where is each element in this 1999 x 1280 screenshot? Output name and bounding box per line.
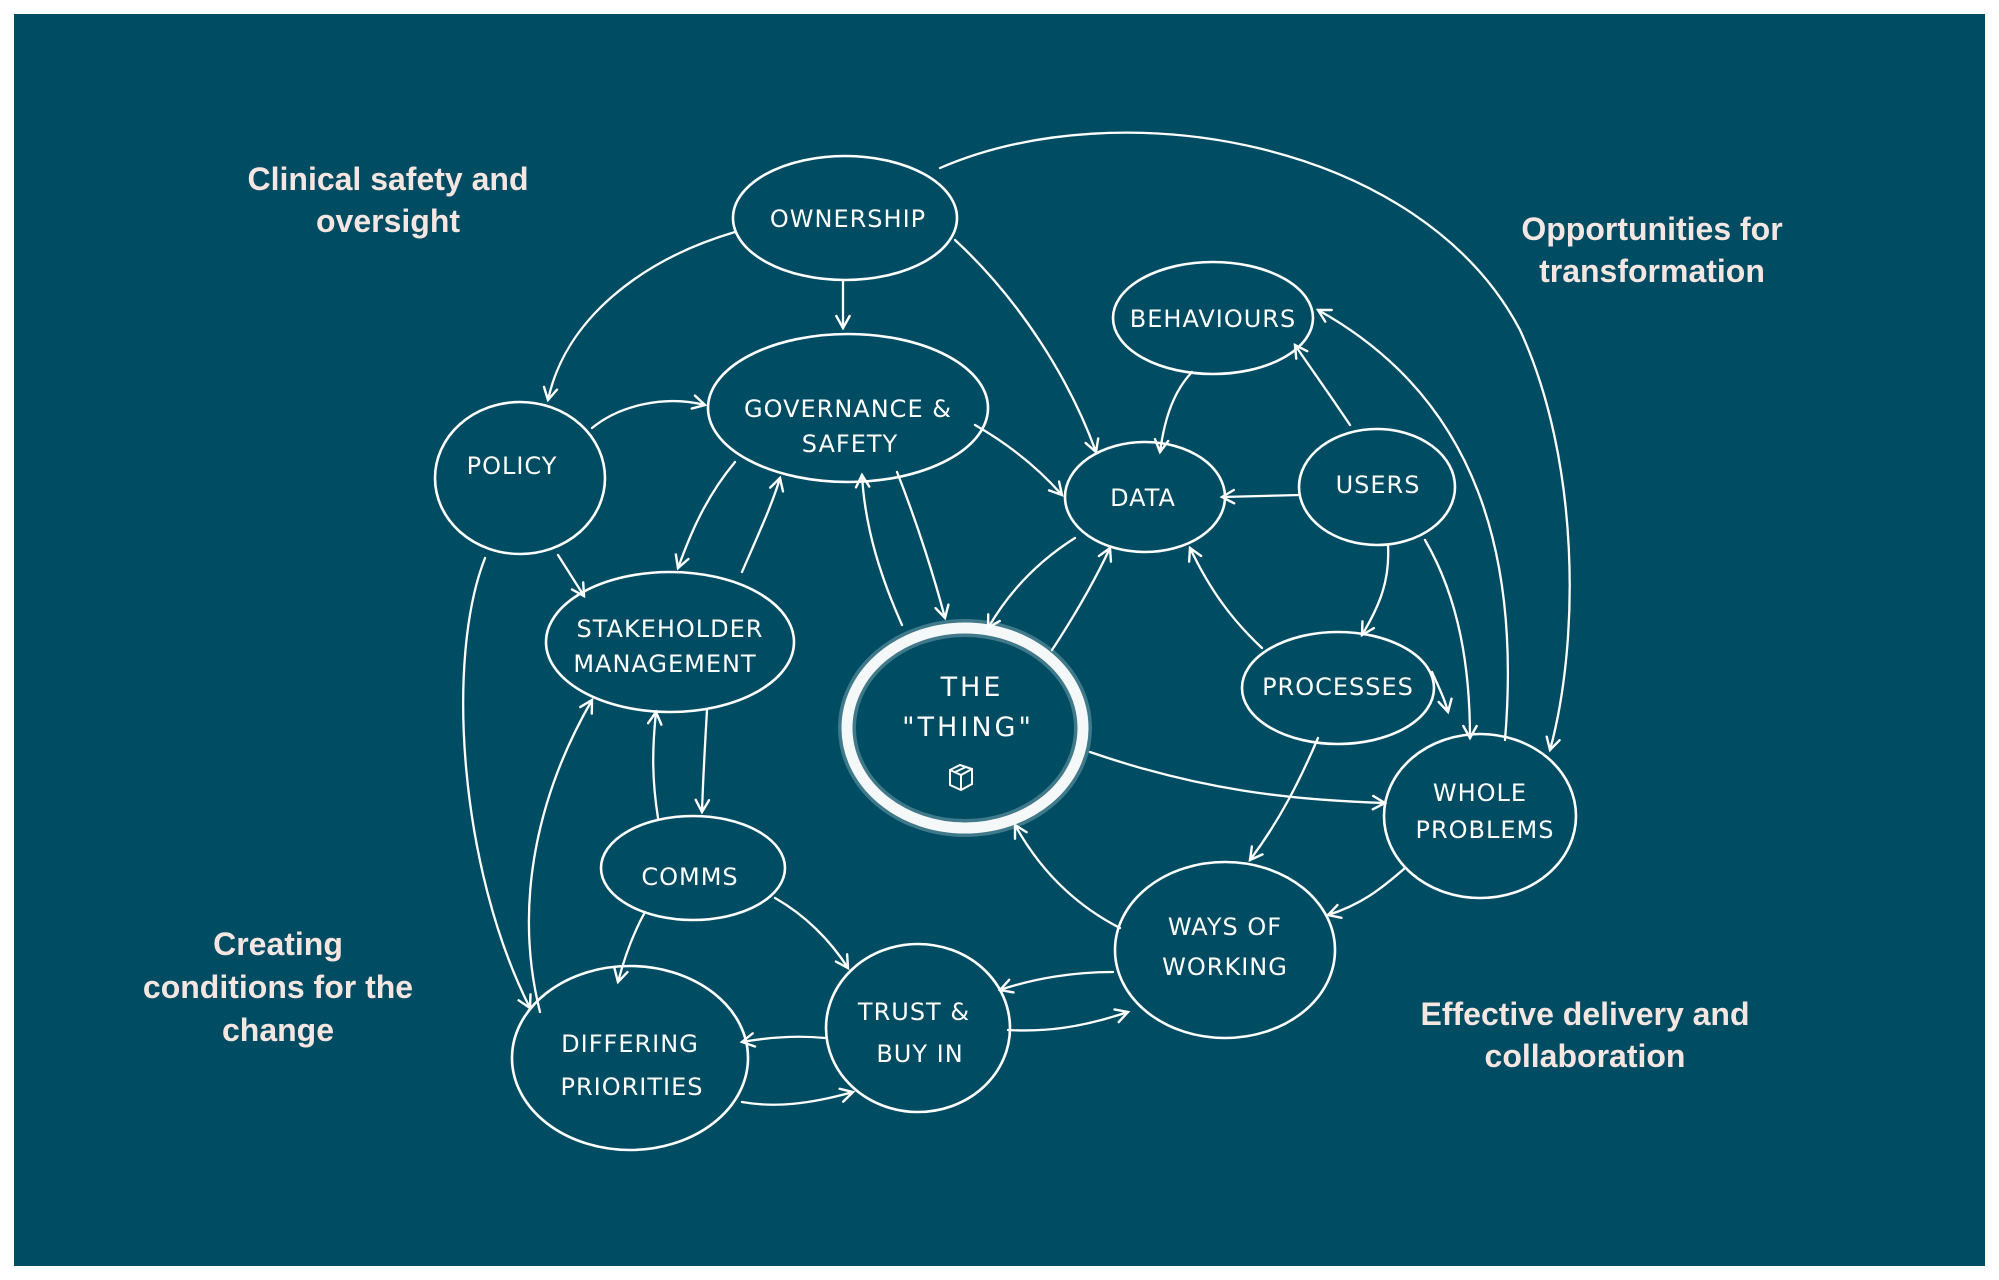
edge-thing-whole-problems bbox=[1088, 750, 1388, 811]
node-processes-line-1: PROCESSES bbox=[1262, 673, 1414, 701]
node-differing-priorities: DIFFERING PRIORITIES bbox=[510, 964, 750, 1152]
edge-policy-governance bbox=[590, 394, 708, 430]
node-stakeholder-management: STAKEHOLDER MANAGEMENT bbox=[544, 570, 796, 714]
edges bbox=[462, 131, 1571, 1106]
edge-behaviours-data bbox=[1153, 370, 1194, 455]
node-users-line-1: USERS bbox=[1336, 471, 1421, 499]
edge-governance-thing bbox=[895, 470, 950, 621]
theme-delivery-line-2: collaboration bbox=[1485, 1038, 1686, 1074]
node-behaviours-line-1: BEHAVIOURS bbox=[1130, 305, 1296, 333]
theme-conditions-line-2: conditions for the bbox=[143, 969, 413, 1005]
edge-whole-problems-ways bbox=[1325, 866, 1407, 919]
edge-ownership-whole-problems bbox=[938, 131, 1571, 753]
node-whole-problems: WHOLE PROBLEMS bbox=[1382, 732, 1578, 900]
edge-policy-differing bbox=[462, 556, 532, 1011]
edge-users-processes bbox=[1360, 543, 1390, 638]
node-stakeholder-line-1: STAKEHOLDER bbox=[577, 615, 764, 643]
edge-comms-trust bbox=[773, 896, 850, 971]
edge-users-data bbox=[1219, 488, 1302, 505]
theme-conditions-line-1: Creating bbox=[213, 926, 343, 962]
edge-stakeholder-governance bbox=[740, 475, 785, 574]
edge-processes-ways bbox=[1248, 736, 1320, 862]
node-differing-line-1: DIFFERING bbox=[561, 1030, 699, 1058]
node-ownership-line-1: OWNERSHIP bbox=[770, 205, 926, 233]
node-governance-line-1: GOVERNANCE & bbox=[744, 395, 952, 423]
theme-delivery-line-1: Effective delivery and bbox=[1420, 996, 1749, 1032]
node-ways-line-1: WAYS OF bbox=[1168, 913, 1282, 941]
node-thing-line-2: "THING" bbox=[902, 712, 1034, 743]
edge-differing-stakeholder bbox=[527, 697, 594, 1014]
edge-comms-stakeholder bbox=[646, 709, 663, 820]
edge-thing-governance bbox=[854, 472, 904, 627]
theme-opportunities: Opportunities for transformation bbox=[1521, 211, 1782, 289]
node-behaviours: BEHAVIOURS bbox=[1111, 260, 1315, 376]
edge-ways-thing bbox=[1013, 822, 1122, 930]
node-comms-line-1: COMMS bbox=[641, 863, 738, 891]
node-trust-buy-in: TRUST & BUY IN bbox=[824, 942, 1012, 1114]
theme-effective-delivery: Effective delivery and collaboration bbox=[1420, 996, 1749, 1074]
edge-ways-trust bbox=[997, 970, 1115, 994]
node-governance-safety: GOVERNANCE & SAFETY bbox=[706, 332, 990, 484]
node-trust-line-1: TRUST & bbox=[857, 998, 970, 1026]
theme-clinical-line-1: Clinical safety and bbox=[248, 161, 529, 197]
node-stakeholder-line-2: MANAGEMENT bbox=[573, 650, 756, 678]
edge-differing-trust bbox=[740, 1087, 856, 1106]
node-governance-line-2: SAFETY bbox=[802, 430, 898, 458]
node-policy: POLICY bbox=[433, 400, 607, 556]
edge-governance-data bbox=[973, 423, 1064, 497]
node-the-thing: THE "THING" bbox=[838, 619, 1092, 837]
node-ways-of-working: WAYS OF WORKING bbox=[1113, 860, 1337, 1040]
box-icon bbox=[949, 763, 973, 792]
node-processes: PROCESSES bbox=[1240, 630, 1436, 746]
node-users: USERS bbox=[1297, 427, 1457, 547]
node-policy-line-1: POLICY bbox=[467, 452, 558, 480]
node-thing-line-1: THE bbox=[940, 672, 1004, 703]
theme-clinical-line-2: oversight bbox=[316, 203, 460, 239]
edge-stakeholder-comms bbox=[694, 708, 711, 815]
edge-comms-differing bbox=[613, 910, 647, 985]
edge-policy-stakeholder bbox=[556, 553, 586, 599]
edge-whole-problems-behaviours bbox=[1315, 308, 1510, 742]
theme-opportunities-line-2: transformation bbox=[1539, 253, 1765, 289]
edge-users-whole-problems bbox=[1423, 538, 1478, 741]
node-data-line-1: DATA bbox=[1110, 484, 1176, 512]
theme-opportunities-line-1: Opportunities for bbox=[1521, 211, 1782, 247]
node-comms: COMMS bbox=[599, 814, 787, 922]
diagram-background bbox=[14, 14, 1985, 1266]
edge-trust-ways bbox=[1006, 1008, 1131, 1032]
theme-conditions-line-3: change bbox=[222, 1012, 334, 1048]
node-trust-line-2: BUY IN bbox=[876, 1040, 963, 1068]
theme-creating-conditions: Creating conditions for the change bbox=[143, 926, 413, 1048]
edge-governance-stakeholder bbox=[674, 460, 737, 571]
edge-users-behaviours bbox=[1293, 342, 1352, 427]
node-whole-line-2: PROBLEMS bbox=[1416, 816, 1555, 844]
edge-trust-differing bbox=[739, 1032, 827, 1048]
node-whole-line-1: WHOLE bbox=[1433, 779, 1527, 807]
edge-ownership-data bbox=[953, 238, 1100, 455]
edge-processes-whole-problems bbox=[1430, 670, 1453, 715]
theme-clinical-safety: Clinical safety and oversight bbox=[248, 161, 529, 239]
node-data: DATA bbox=[1063, 440, 1227, 554]
edge-ownership-policy bbox=[542, 230, 737, 403]
edge-data-thing bbox=[986, 536, 1077, 631]
node-ownership: OWNERSHIP bbox=[731, 154, 959, 282]
edge-thing-data bbox=[1050, 545, 1113, 652]
node-ways-line-2: WORKING bbox=[1162, 953, 1288, 981]
edge-processes-data bbox=[1187, 545, 1264, 650]
node-differing-line-2: PRIORITIES bbox=[560, 1073, 703, 1101]
